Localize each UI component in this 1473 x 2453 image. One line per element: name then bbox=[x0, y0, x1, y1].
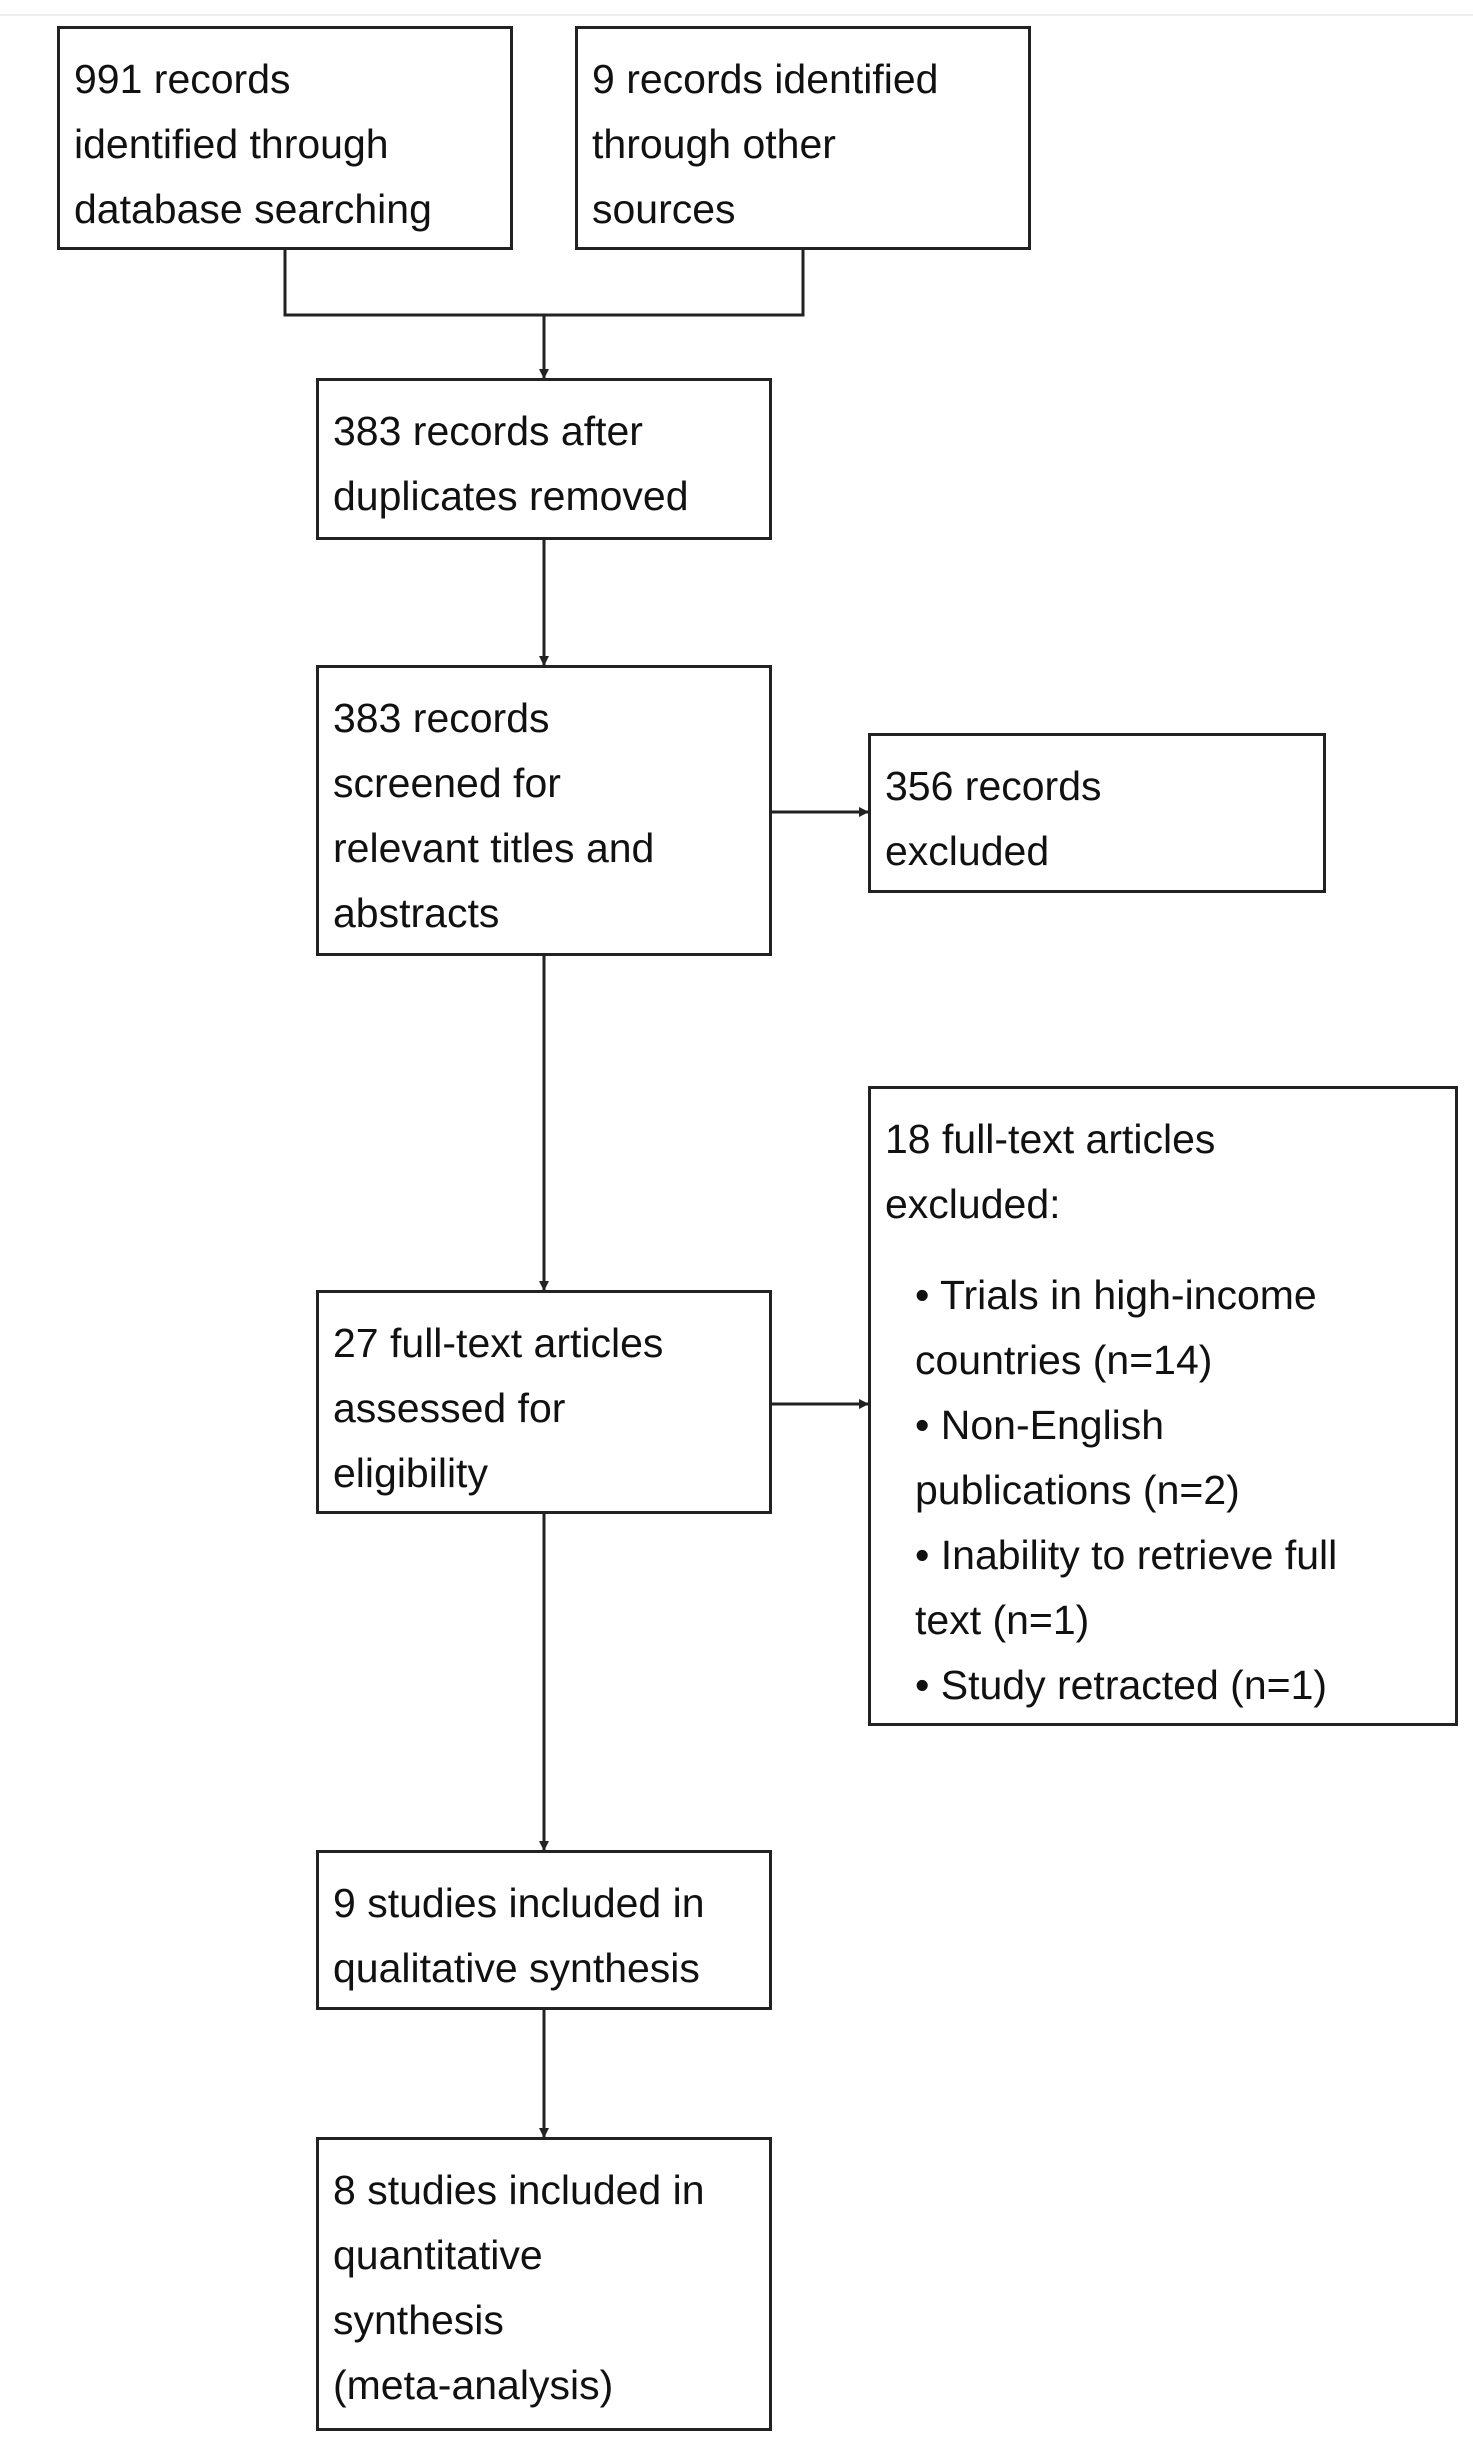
fulltext-excluded-box: 18 full-text articles excluded: • Trials… bbox=[868, 1086, 1458, 1726]
box-text-line: (meta-analysis) bbox=[333, 2362, 614, 2408]
box-text-line: 383 records after bbox=[333, 408, 643, 454]
exclusion-reason-item: publications (n=2) bbox=[915, 1467, 1240, 1513]
fulltext-assessed-box: 27 full-text articles assessed for eligi… bbox=[316, 1290, 772, 1514]
box-text-line: identified through bbox=[74, 121, 389, 167]
box-text-line: relevant titles and bbox=[333, 825, 655, 871]
exclusion-reason-item: • Inability to retrieve full bbox=[915, 1532, 1338, 1578]
merge-connector bbox=[283, 250, 805, 317]
box-text-line: abstracts bbox=[333, 890, 500, 936]
spacer bbox=[885, 1237, 1441, 1263]
box-text-line: assessed for bbox=[333, 1385, 566, 1431]
box-text-line: eligibility bbox=[333, 1450, 488, 1496]
box-text-line: 9 records identified bbox=[592, 56, 939, 102]
after-duplicates-box: 383 records after duplicates removed bbox=[316, 378, 772, 540]
box-text-line: quantitative bbox=[333, 2232, 543, 2278]
box-text-line: 991 records bbox=[74, 56, 291, 102]
box-text-line: database searching bbox=[74, 186, 432, 232]
exclusion-reason-item: text (n=1) bbox=[915, 1597, 1090, 1643]
box-text-line: synthesis bbox=[333, 2297, 504, 2343]
box-text-line: 8 studies included in bbox=[333, 2167, 705, 2213]
other-sources-box: 9 records identified through other sourc… bbox=[575, 26, 1031, 250]
exclusion-reason-item: • Trials in high-income bbox=[915, 1272, 1317, 1318]
screened-box: 383 records screened for relevant titles… bbox=[316, 665, 772, 956]
box-text-line: sources bbox=[592, 186, 736, 232]
exclusion-reason-item: • Non-English bbox=[915, 1402, 1165, 1448]
box-text-line: 27 full-text articles bbox=[333, 1320, 664, 1366]
records-excluded-box: 356 records excluded bbox=[868, 733, 1326, 893]
qualitative-synthesis-box: 9 studies included in qualitative synthe… bbox=[316, 1850, 772, 2010]
box-text-line: qualitative synthesis bbox=[333, 1945, 700, 1991]
box-text-line: through other bbox=[592, 121, 836, 167]
box-text-line: duplicates removed bbox=[333, 473, 689, 519]
box-text-line: 18 full-text articles bbox=[885, 1116, 1216, 1162]
quantitative-synthesis-box: 8 studies included in quantitative synth… bbox=[316, 2137, 772, 2431]
box-text-line: screened for bbox=[333, 760, 561, 806]
box-text-line: excluded bbox=[885, 828, 1050, 874]
exclusion-reason-item: countries (n=14) bbox=[915, 1337, 1213, 1383]
exclusion-reason-item: • Study retracted (n=1) bbox=[915, 1662, 1328, 1708]
database-records-box: 991 records identified through database … bbox=[57, 26, 513, 250]
top-divider bbox=[0, 14, 1473, 16]
box-text-line: excluded: bbox=[885, 1181, 1061, 1227]
box-text-line: 383 records bbox=[333, 695, 550, 741]
box-text-line: 356 records bbox=[885, 763, 1102, 809]
box-text-line: 9 studies included in bbox=[333, 1880, 705, 1926]
